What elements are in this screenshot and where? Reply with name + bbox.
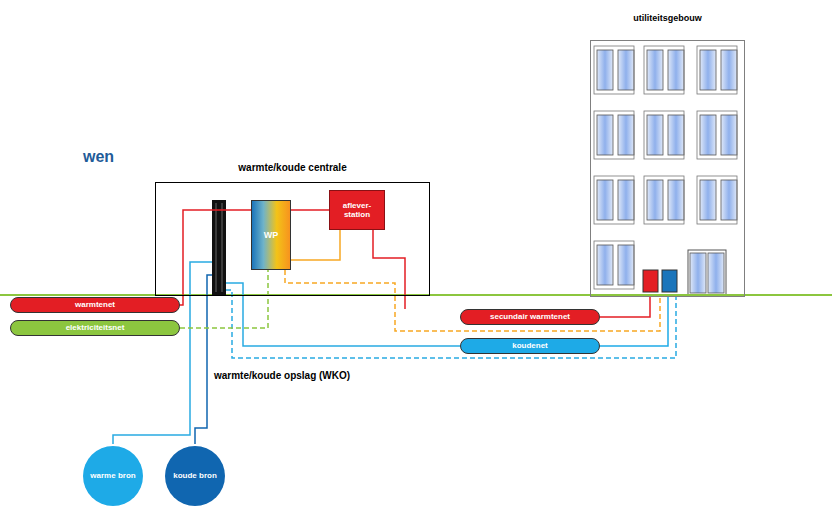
- net-pill: koudenet: [460, 338, 600, 354]
- window: [721, 115, 737, 155]
- pipe-connector: [600, 297, 668, 346]
- node-label: WP: [261, 230, 282, 240]
- building-door: [688, 250, 726, 295]
- warm-well-pipe: [113, 262, 212, 444]
- window: [721, 180, 737, 220]
- heat-exchanger-plate: [216, 203, 217, 292]
- node-label: koudenet: [509, 341, 551, 350]
- window: [618, 50, 634, 90]
- cold-delivery-set: [662, 270, 677, 292]
- net-pill: elektriciteitsnet: [10, 320, 180, 336]
- window: [700, 115, 716, 155]
- window: [618, 245, 634, 285]
- window: [647, 50, 663, 90]
- pipe-connector: [180, 270, 268, 328]
- net-pill: secundair warmtenet: [460, 309, 600, 325]
- window: [647, 115, 663, 155]
- window: [668, 115, 684, 155]
- node-label: koude bron: [170, 471, 220, 480]
- node-heading: utiliteitsgebouw: [591, 13, 744, 23]
- window-frame: [697, 111, 737, 159]
- pipe-connector: [600, 297, 650, 317]
- node-label: warmtenet: [72, 300, 118, 309]
- pipe-connector: [373, 230, 405, 309]
- window: [721, 50, 737, 90]
- window-frame: [594, 46, 634, 94]
- door-panel: [708, 253, 724, 293]
- node-heading: warmte/koude centrale: [156, 162, 429, 174]
- door-panel: [690, 253, 706, 293]
- window-frame: [644, 176, 684, 224]
- building: utiliteitsgebouw: [590, 40, 745, 297]
- window-frame: [644, 46, 684, 94]
- window: [668, 50, 684, 90]
- cold-well-pipe: [195, 275, 212, 444]
- window-frame: [594, 176, 634, 224]
- plant-room: warmte/koude centraleaflever- stationWP: [155, 182, 430, 296]
- window-frame: [697, 176, 737, 224]
- window: [700, 50, 716, 90]
- node-label: secundair warmtenet: [487, 312, 573, 321]
- window-frame: [594, 241, 634, 289]
- window: [597, 245, 613, 285]
- pipe-connector: [285, 270, 660, 331]
- window-frame: [644, 111, 684, 159]
- node-label: elektriciteitsnet: [63, 323, 128, 332]
- window: [597, 180, 613, 220]
- window: [597, 115, 613, 155]
- storage-label: warmte/koude opslag (WKO): [212, 370, 352, 381]
- window: [700, 180, 716, 220]
- delivery-station: aflever- station: [329, 190, 385, 230]
- window-frame: [594, 111, 634, 159]
- window: [618, 180, 634, 220]
- node-label: aflever- station: [330, 201, 384, 219]
- cold-net-supply: [226, 283, 460, 346]
- window: [668, 180, 684, 220]
- heat-exchanger-plate: [222, 203, 223, 292]
- building-windows: [594, 46, 737, 289]
- page-title: wen: [83, 148, 114, 166]
- cold-net-return: [226, 290, 676, 358]
- well-circle: warme bron: [83, 446, 143, 506]
- heat-delivery-set: [643, 270, 658, 292]
- net-pill: warmtenet: [10, 297, 180, 313]
- window-frame: [697, 46, 737, 94]
- heat-exchanger: [212, 200, 226, 295]
- well-circle: koude bron: [165, 446, 225, 506]
- heat-pump: WP: [251, 200, 291, 270]
- node-label: warme bron: [87, 471, 138, 480]
- window: [647, 180, 663, 220]
- pipe-connector: [291, 230, 340, 260]
- window: [597, 50, 613, 90]
- window: [618, 115, 634, 155]
